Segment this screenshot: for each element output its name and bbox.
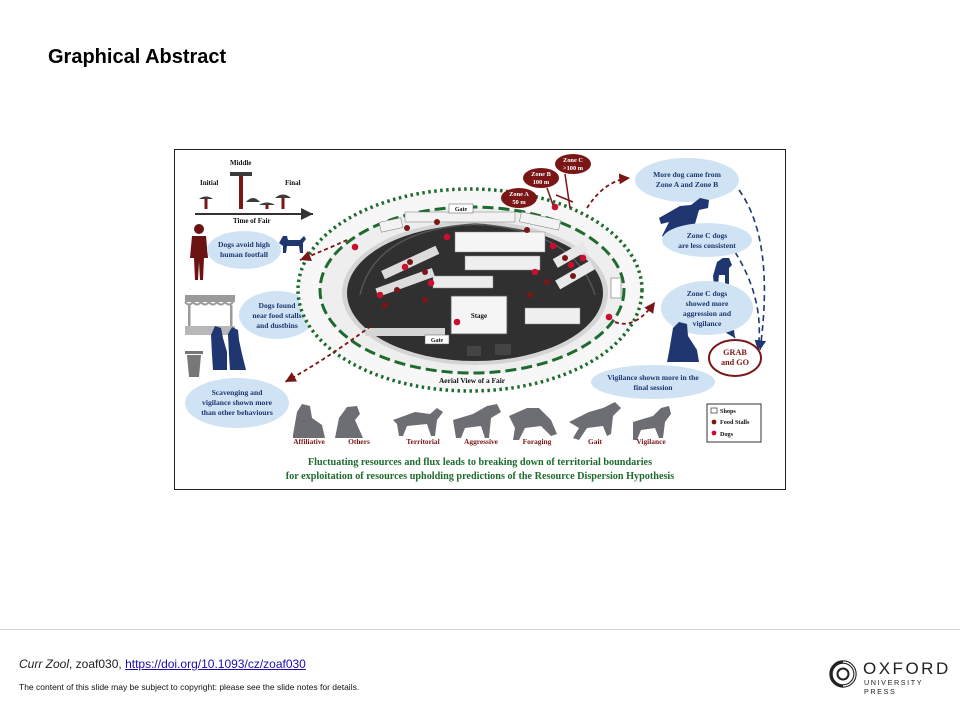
oxford-wordmark: OXFORD bbox=[863, 659, 951, 678]
footer-divider bbox=[0, 629, 960, 630]
gait-dog-icon bbox=[569, 402, 621, 440]
doi-link[interactable]: https://doi.org/10.1093/cz/zoaf030 bbox=[125, 657, 306, 671]
svg-text:More dog came from: More dog came from bbox=[653, 170, 722, 179]
affiliative-dog-icon bbox=[293, 404, 325, 438]
svg-text:Shops: Shops bbox=[720, 408, 736, 415]
svg-text:>100 m: >100 m bbox=[563, 165, 584, 172]
svg-text:Aggressive: Aggressive bbox=[464, 437, 499, 446]
journal-name: Curr Zool bbox=[19, 657, 70, 671]
tree-tall-icon bbox=[230, 172, 252, 176]
dog-sitting-right-icon bbox=[667, 322, 699, 362]
dogs-sitting-icon bbox=[211, 326, 246, 370]
others-dog-icon bbox=[335, 406, 363, 438]
zone-tags: Zone A 50 m Zone B 100 m Zone C >100 m bbox=[501, 154, 591, 209]
article-id: , zoaf030, bbox=[69, 657, 126, 671]
grab-and-go-badge: GRAB and GO bbox=[708, 339, 762, 377]
gate-top-label: Gate bbox=[455, 207, 468, 213]
svg-text:final session: final session bbox=[633, 383, 673, 392]
conclusion-line-1: Fluctuating resources and flux leads to … bbox=[308, 457, 652, 468]
dustbin-icon bbox=[185, 351, 203, 377]
slide-title: Graphical Abstract bbox=[48, 46, 227, 68]
university-press-wordmark: UNIVERSITY PRESS bbox=[864, 678, 924, 696]
stage-label: Stage bbox=[471, 312, 487, 320]
time-of-fair-timeline: Initial Middle Final Time of Fair bbox=[195, 159, 313, 225]
timeline-axis-label: Time of Fair bbox=[233, 217, 271, 225]
timeline-final-label: Final bbox=[285, 179, 301, 187]
oxford-logo-icon bbox=[829, 660, 857, 688]
conclusion-line-2: for exploitation of resources upholding … bbox=[286, 471, 674, 482]
svg-text:Territorial: Territorial bbox=[406, 437, 439, 446]
svg-text:Foraging: Foraging bbox=[523, 437, 552, 446]
aerial-fair-map: Stage Gate Gate Aerial View of a Fair bbox=[296, 187, 644, 393]
citation: Curr Zool, zoaf030, https://doi.org/10.1… bbox=[19, 657, 306, 671]
aggressive-dog-icon bbox=[453, 404, 501, 438]
svg-text:Zone A and Zone B: Zone A and Zone B bbox=[656, 180, 718, 189]
svg-text:Dogs found: Dogs found bbox=[259, 301, 297, 310]
dog-standing-icon bbox=[279, 236, 306, 253]
svg-text:Dogs: Dogs bbox=[720, 431, 734, 438]
svg-text:Vigilance shown more in the: Vigilance shown more in the bbox=[607, 373, 699, 382]
territorial-dog-icon bbox=[393, 408, 443, 436]
svg-text:aggression and: aggression and bbox=[683, 309, 732, 318]
svg-text:vigilance shown more: vigilance shown more bbox=[202, 398, 273, 407]
zone-a-tag bbox=[501, 188, 537, 208]
svg-text:Zone A: Zone A bbox=[509, 191, 529, 198]
oxford-university-press-logo: OXFORD UNIVERSITY PRESS bbox=[829, 659, 948, 696]
tree-small-icon bbox=[199, 196, 213, 199]
vigilance-dog-icon bbox=[633, 406, 671, 440]
behaviour-labels: Affiliative Others Territorial Aggressiv… bbox=[293, 437, 666, 446]
graphical-abstract-svg: Initial Middle Final Time of Fair Dogs a… bbox=[184, 154, 767, 482]
map-caption: Aerial View of a Fair bbox=[439, 376, 506, 385]
svg-text:than other behaviours: than other behaviours bbox=[201, 408, 273, 417]
graphical-abstract-figure: Initial Middle Final Time of Fair Dogs a… bbox=[174, 149, 786, 490]
copyright-notice: The content of this slide may be subject… bbox=[19, 682, 360, 692]
svg-text:vigilance: vigilance bbox=[693, 319, 722, 328]
zone-c-tag bbox=[555, 154, 591, 174]
svg-text:GRAB: GRAB bbox=[723, 348, 747, 357]
svg-text:Affiliative: Affiliative bbox=[293, 437, 325, 446]
stage-block bbox=[450, 295, 508, 335]
svg-text:showed more: showed more bbox=[686, 299, 729, 308]
zone-b-tag bbox=[523, 168, 559, 188]
bubble-human-footfall: Dogs avoid high human footfall bbox=[207, 231, 281, 269]
foraging-dog-icon bbox=[509, 408, 557, 440]
timeline-middle-label: Middle bbox=[230, 159, 251, 167]
svg-text:100 m: 100 m bbox=[533, 179, 550, 186]
svg-text:Zone B: Zone B bbox=[531, 171, 551, 178]
bubble-zone-c-consistent: Zone C dogs are less consistent bbox=[662, 223, 752, 257]
bubble-vigilance-final: Vigilance shown more in the final sessio… bbox=[591, 365, 715, 399]
svg-text:50 m: 50 m bbox=[512, 199, 526, 206]
human-silhouette-icon bbox=[190, 224, 208, 280]
svg-text:Vigilance: Vigilance bbox=[636, 437, 666, 446]
behaviour-icons bbox=[293, 402, 671, 440]
dog-paw-markers bbox=[351, 203, 613, 326]
bubble-more-dogs: More dog came from Zone A and Zone B bbox=[635, 158, 739, 202]
svg-text:near food stalls: near food stalls bbox=[252, 311, 301, 320]
svg-text:Others: Others bbox=[348, 437, 370, 446]
svg-text:Dogs avoid high: Dogs avoid high bbox=[218, 240, 271, 249]
timeline-initial-label: Initial bbox=[200, 179, 218, 187]
svg-text:Zone C dogs: Zone C dogs bbox=[687, 289, 728, 298]
map-legend: Shops Food Stalls Dogs bbox=[706, 403, 762, 443]
dog-standing-small-icon bbox=[713, 258, 732, 285]
svg-text:Gait: Gait bbox=[588, 437, 602, 446]
bubble-food-stalls: Dogs found near food stalls and dustbins bbox=[239, 291, 315, 339]
svg-text:and dustbins: and dustbins bbox=[256, 321, 298, 330]
svg-text:Scavenging and: Scavenging and bbox=[212, 388, 264, 397]
svg-text:Zone C dogs: Zone C dogs bbox=[687, 231, 728, 240]
gate-bottom-label: Gate bbox=[431, 338, 444, 344]
svg-text:and GO: and GO bbox=[721, 358, 749, 367]
svg-text:are less consistent: are less consistent bbox=[678, 241, 736, 250]
bubble-scavenging: Scavenging and vigilance shown more than… bbox=[185, 378, 289, 428]
bubble-zone-c-aggression: Zone C dogs showed more aggression and v… bbox=[661, 281, 753, 335]
svg-text:Zone C: Zone C bbox=[563, 157, 583, 164]
tree-final-icon bbox=[275, 194, 291, 198]
food-stall-markers bbox=[382, 219, 576, 308]
svg-text:human footfall: human footfall bbox=[220, 250, 268, 259]
food-stall-icon bbox=[184, 295, 235, 335]
svg-text:Food Stalls: Food Stalls bbox=[720, 419, 750, 426]
